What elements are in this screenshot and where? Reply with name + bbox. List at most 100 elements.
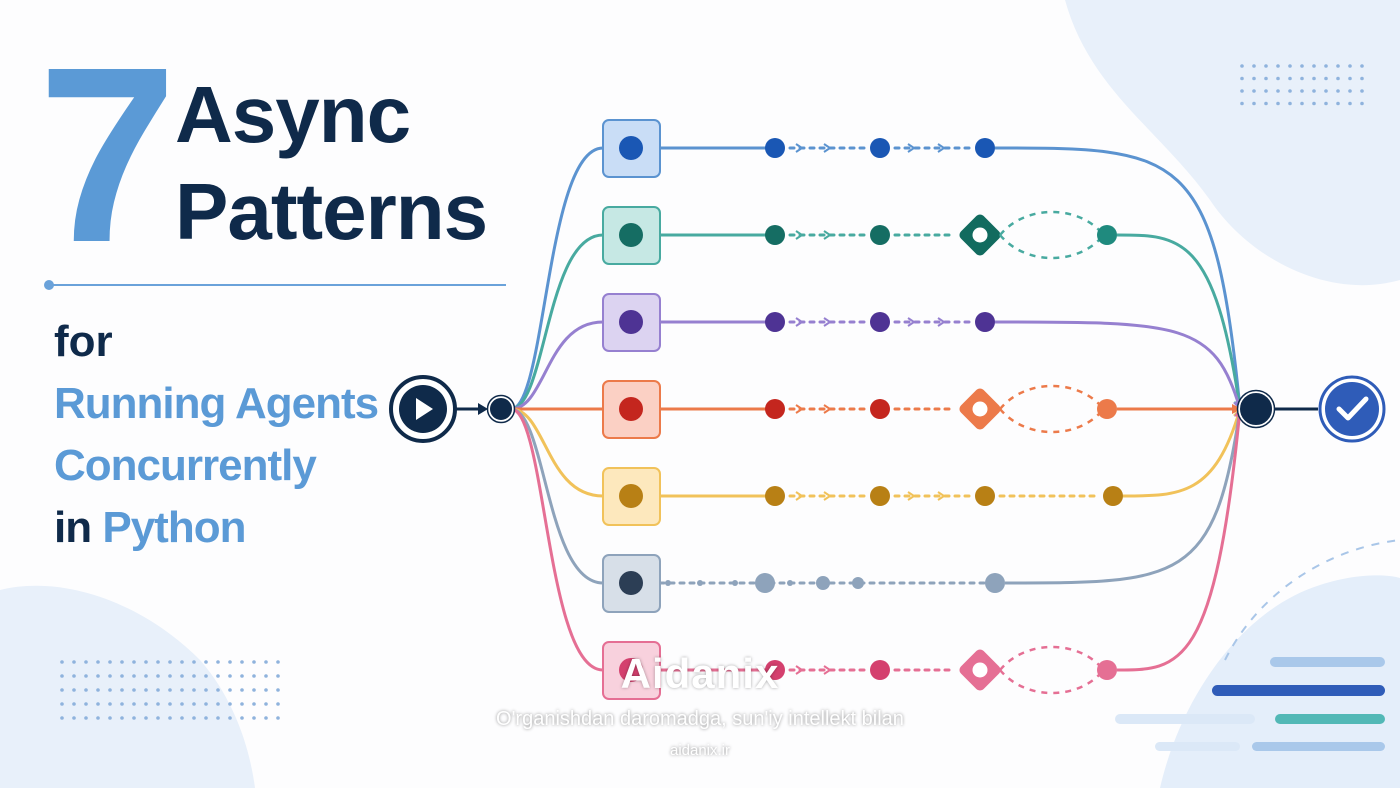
grid-dot [1360, 64, 1364, 68]
grid-dot [108, 702, 112, 706]
grid-dot [1288, 89, 1292, 93]
task-dot [1097, 399, 1117, 419]
grid-dot [240, 660, 244, 664]
join-node [1238, 391, 1274, 427]
grid-dot [1252, 76, 1256, 81]
grid-dot [1300, 64, 1304, 68]
join-branch [994, 146, 1245, 411]
grid-dot [156, 702, 160, 706]
grid-dot [1324, 101, 1328, 106]
grid-dot [180, 702, 184, 706]
task-dot [975, 138, 995, 158]
grid-dot [1288, 101, 1292, 106]
check-icon [1336, 396, 1369, 421]
grid-dot [192, 716, 196, 720]
agent-box [602, 467, 661, 526]
grid-dot [252, 702, 256, 706]
flow-arrow [795, 230, 804, 240]
agent-box [602, 554, 661, 613]
grid-dot [60, 660, 64, 664]
fork-branch [510, 320, 604, 411]
flow-arrow [937, 491, 946, 501]
grid-dot [132, 716, 136, 720]
bg-blob-bottom-left [0, 585, 255, 788]
grid-dot [1348, 89, 1352, 93]
flow-arrow [907, 317, 916, 327]
lane-blue [510, 119, 1245, 411]
grid-dot [132, 702, 136, 706]
grid-dot [72, 716, 76, 720]
lane-yellow [510, 407, 1243, 526]
grid-dot [84, 716, 88, 720]
grid-dot [216, 702, 220, 706]
fork-branch [510, 407, 604, 672]
speed-line [1155, 742, 1240, 751]
lane-teal [510, 206, 1244, 411]
grid-dot [1312, 64, 1316, 68]
grid-dot [1252, 64, 1256, 68]
task-dot [765, 138, 785, 158]
flow-arrow [823, 665, 832, 675]
task-dot [1097, 660, 1117, 680]
grid-dot [180, 674, 184, 678]
task-dot [765, 225, 785, 245]
grid-dot [1348, 64, 1352, 68]
grid-dot [180, 716, 184, 720]
grid-dot [1288, 64, 1292, 68]
grid-dot [1336, 76, 1340, 81]
task-dot [1103, 486, 1123, 506]
grid-dot [84, 660, 88, 664]
grid-dot [252, 716, 256, 720]
agent-box [602, 641, 661, 700]
grid-dot [180, 688, 184, 692]
grid-dot [72, 702, 76, 706]
title-line-2: Patterns [175, 167, 488, 256]
grid-dot [84, 702, 88, 706]
grid-dot [276, 688, 280, 692]
lane-gray [510, 407, 1244, 613]
grid-dot [1264, 76, 1268, 81]
grid-dot [1240, 101, 1244, 106]
grid-dot [144, 716, 148, 720]
task-dot [870, 660, 890, 680]
branch-arc-top [999, 384, 1101, 410]
dot-grid-bottom-left [60, 660, 280, 720]
grid-dot [240, 716, 244, 720]
grid-dot [96, 688, 100, 692]
grid-dot [1360, 101, 1364, 106]
flow-arrow [795, 491, 804, 501]
title-number: 7 [38, 15, 177, 294]
grid-dot [264, 702, 268, 706]
grid-dot [60, 702, 64, 706]
grid-dot [156, 660, 160, 664]
grid-dot [180, 660, 184, 664]
grid-dot [132, 660, 136, 664]
grid-dot [228, 674, 232, 678]
grid-dot [108, 716, 112, 720]
bg-dashed-arc [1224, 539, 1400, 661]
grid-dot [120, 688, 124, 692]
flow-arrow [937, 143, 946, 153]
grid-dot [228, 716, 232, 720]
grid-dot [108, 688, 112, 692]
grid-dot [72, 674, 76, 678]
grid-dot [120, 716, 124, 720]
grid-dot [1324, 64, 1328, 68]
fork-branch [510, 146, 604, 411]
grid-dot [240, 688, 244, 692]
bg-blob-top-right [1065, 0, 1400, 286]
grid-dot [168, 660, 172, 664]
flow-arrow [823, 491, 832, 501]
subtitle-line-1: Running Agents [54, 379, 379, 428]
small-dot [697, 580, 703, 586]
small-dot [732, 580, 738, 586]
join-branch [1116, 407, 1245, 672]
flow-arrow [823, 317, 832, 327]
task-dot [870, 138, 890, 158]
task-dot [870, 486, 890, 506]
grid-dot [108, 660, 112, 664]
grid-dot [168, 702, 172, 706]
grid-dot [204, 702, 208, 706]
start-arrow [478, 403, 488, 415]
grid-dot [240, 702, 244, 706]
